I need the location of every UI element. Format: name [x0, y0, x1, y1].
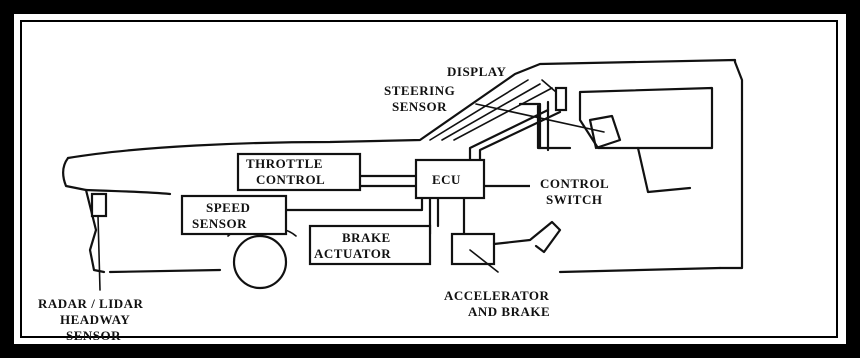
brake-actuator-label-line2: ACTUATOR	[314, 246, 391, 261]
accelerator-leader	[469, 249, 499, 273]
brake-actuator-box	[308, 224, 432, 266]
windshield-line-1	[429, 79, 529, 141]
control-switch-label-line1: CONTROL	[540, 176, 609, 191]
pedal-arm	[492, 220, 562, 254]
front-bumper	[62, 156, 106, 274]
accelerator-brake-component: ACCELERATOR AND BRAKE	[444, 220, 562, 319]
speed-sensor-component: SPEED SENSOR	[180, 194, 288, 236]
wire-ecu-display	[468, 108, 550, 162]
windshield-line-3	[453, 87, 553, 141]
speed-sensor-label-line1: SPEED	[206, 200, 250, 215]
ecu-component: ECU	[414, 158, 486, 200]
control-switch-component: CONTROL SWITCH	[530, 170, 634, 212]
control-switch-box	[530, 170, 634, 212]
steering-sensor-label-line2: SENSOR	[392, 99, 447, 114]
front-wheel	[232, 234, 288, 290]
brake-actuator-component: BRAKE ACTUATOR	[308, 224, 432, 266]
cab-bottom	[558, 266, 722, 274]
ecu-label: ECU	[432, 172, 461, 187]
accelerator-brake-label-line2: AND BRAKE	[468, 304, 550, 319]
radar-sensor-leader	[97, 215, 101, 291]
wire-ecu-display-2	[478, 110, 562, 162]
radar-sensor-label-line3: SENSOR	[66, 328, 121, 343]
cab-rear	[718, 108, 744, 270]
radar-sensor-unit	[90, 192, 108, 218]
steering-sensor-label-line1: STEERING	[384, 83, 455, 98]
control-switch-label-line2: SWITCH	[546, 192, 602, 207]
steering-sensor-leader	[475, 103, 605, 133]
display-leader	[541, 79, 557, 93]
accelerator-brake-label-line1: ACCELERATOR	[444, 288, 550, 303]
radar-sensor-label-line2: HEADWAY	[60, 312, 130, 327]
windshield-line-2	[441, 83, 541, 141]
underbody-front	[108, 268, 222, 274]
throttle-control-label-line1: THROTTLE	[246, 156, 323, 171]
rear-pillar	[733, 60, 744, 112]
steering-wheel	[588, 114, 622, 150]
a-pillar	[536, 104, 572, 150]
throttle-control-component: THROTTLE CONTROL	[236, 152, 362, 192]
wiring	[284, 108, 562, 236]
throttle-control-label-line2: CONTROL	[256, 172, 325, 187]
radar-lidar-sensor-component: RADAR / LIDAR HEADWAY SENSOR	[38, 192, 144, 343]
door-handle-line	[636, 146, 692, 194]
throttle-control-box	[236, 152, 362, 192]
vehicle-outline	[62, 58, 744, 290]
display-label: DISPLAY	[447, 64, 506, 79]
steering-sensor-component: STEERING SENSOR	[384, 83, 605, 133]
bumper-line	[84, 188, 172, 196]
speed-sensor-box	[180, 194, 288, 236]
ecu-box	[414, 158, 486, 200]
pedal-unit-box	[450, 232, 496, 266]
dashboard	[518, 102, 542, 150]
display-component: DISPLAY	[447, 64, 568, 112]
brake-actuator-label-line1: BRAKE	[342, 230, 391, 245]
radar-sensor-label-line1: RADAR / LIDAR	[38, 296, 144, 311]
hood-and-roof-line	[66, 58, 737, 160]
speed-sensor-label-line2: SENSOR	[192, 216, 247, 231]
side-window	[578, 86, 714, 150]
wire-speed-ecu	[284, 196, 424, 212]
display-unit	[554, 86, 568, 112]
diagram-border	[20, 20, 838, 338]
